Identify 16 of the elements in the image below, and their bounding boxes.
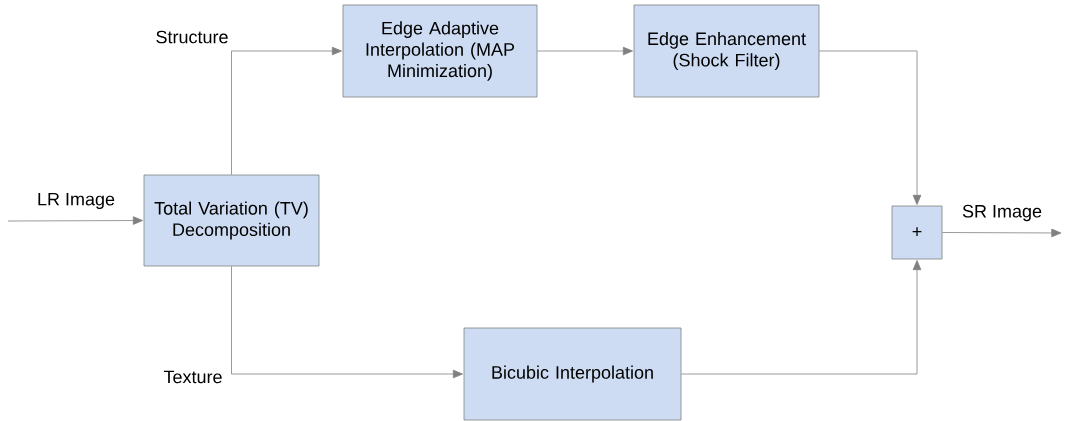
arrow — [942, 228, 1062, 238]
arrow — [819, 50, 922, 205]
edge-label: LR Image — [35, 191, 117, 211]
arrow — [537, 46, 633, 56]
arrow — [231, 266, 463, 379]
process-box: Bicubic Interpolation — [463, 327, 682, 421]
edge-label: Structure — [154, 29, 230, 45]
process-box: Edge Adaptive Interpolation (MAP Minimization) — [342, 4, 538, 98]
arrow — [7, 216, 143, 225]
process-box: Total Variation (TV) Decomposition — [143, 174, 320, 267]
arrow — [681, 260, 922, 375]
edge-label: SR Image — [960, 203, 1044, 223]
sum-box: + — [891, 205, 943, 260]
process-box: Edge Enhancement (Shock Filter) — [633, 4, 820, 98]
arrow — [231, 46, 342, 175]
edge-label: Texture — [162, 369, 224, 385]
